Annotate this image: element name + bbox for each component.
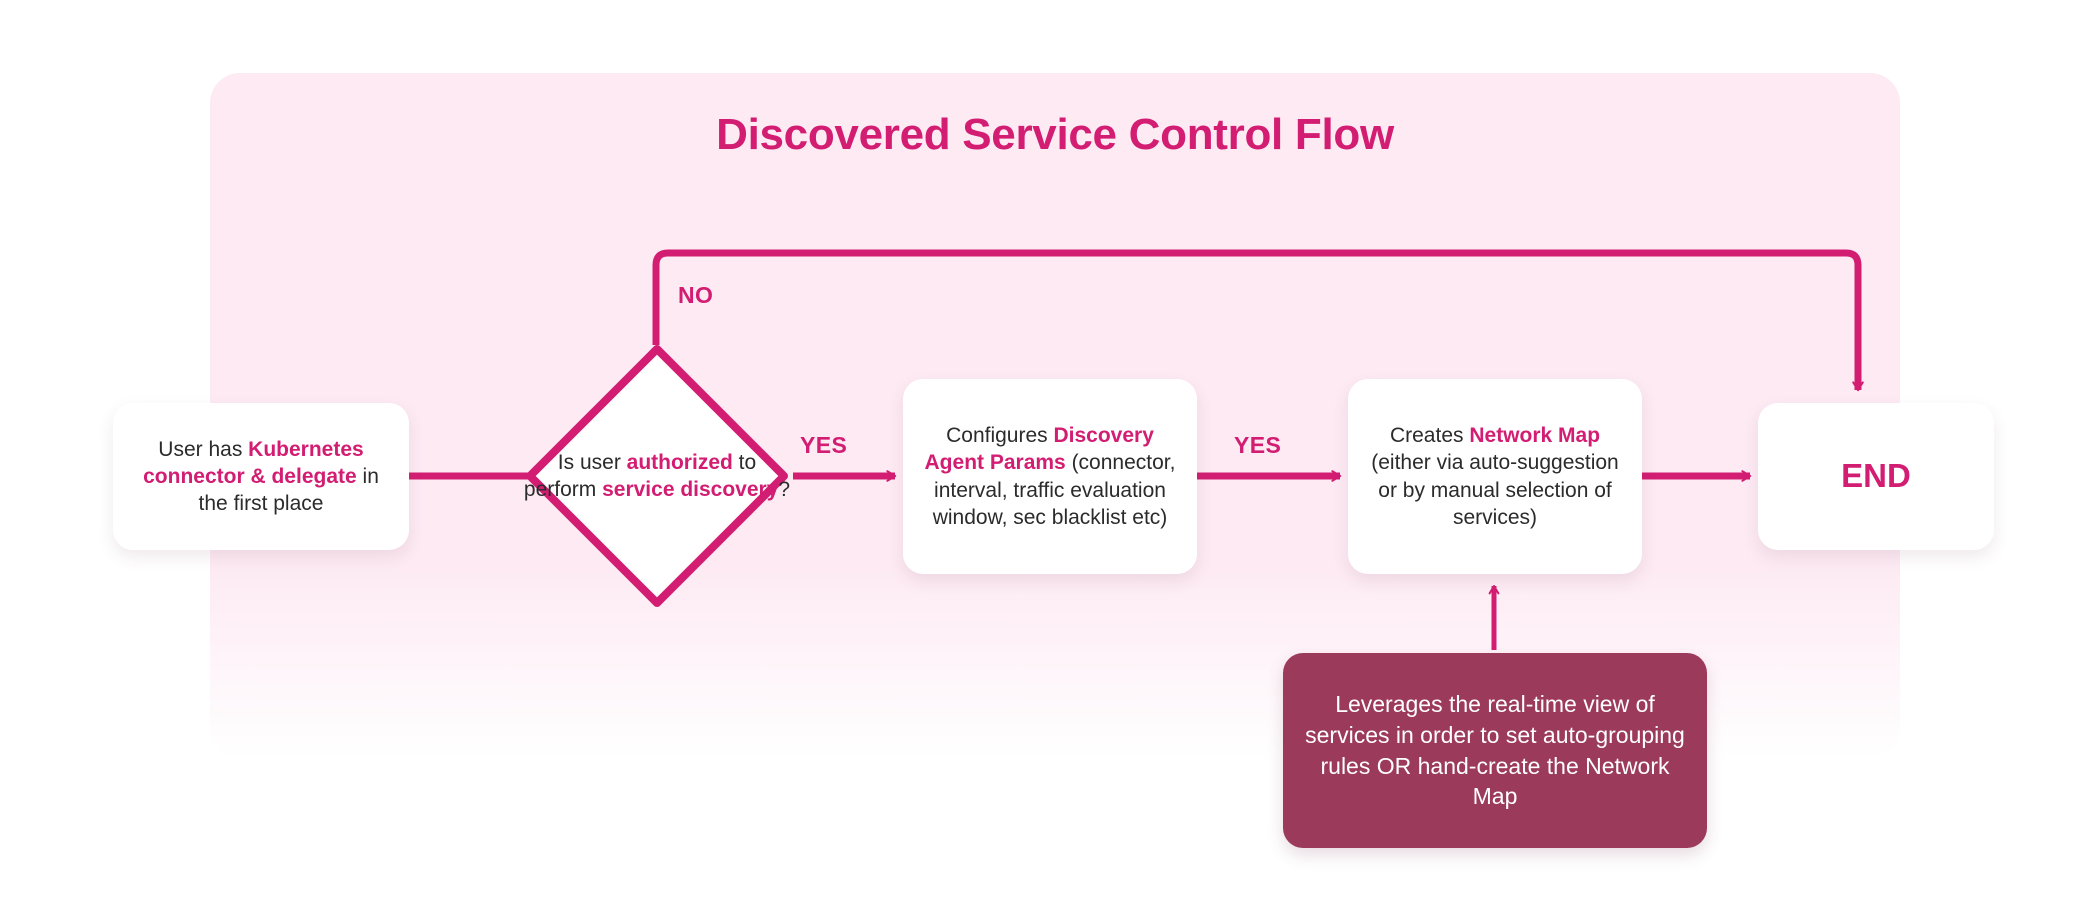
decision-diamond-shape: [526, 345, 788, 607]
edge-label-yes-params: YES: [1234, 432, 1282, 458]
node-decision-text: Is user authorized to perform service di…: [523, 450, 791, 501]
node-map-text: Creates Network Map (either via auto-sug…: [1371, 423, 1619, 529]
node-configures-discovery-agent-params: Configures Discovery Agent Params (conne…: [903, 379, 1197, 574]
edge-label-no: NO: [678, 282, 714, 308]
edge-label-yes-decision: YES: [800, 432, 848, 458]
note-network-map-leverage: Leverages the real-time view of services…: [1283, 653, 1707, 848]
node-end: END: [1758, 403, 1994, 550]
node-creates-network-map: Creates Network Map (either via auto-sug…: [1348, 379, 1642, 574]
page-title: Discovered Service Control Flow: [716, 110, 1394, 159]
note-text: Leverages the real-time view of services…: [1305, 691, 1685, 810]
node-start-text: User has Kubernetes connector & delegate…: [143, 437, 379, 516]
node-start: User has Kubernetes connector & delegate…: [113, 403, 409, 550]
node-params-text: Configures Discovery Agent Params (conne…: [924, 423, 1176, 529]
node-decision: Is user authorized to perform service di…: [521, 340, 793, 612]
